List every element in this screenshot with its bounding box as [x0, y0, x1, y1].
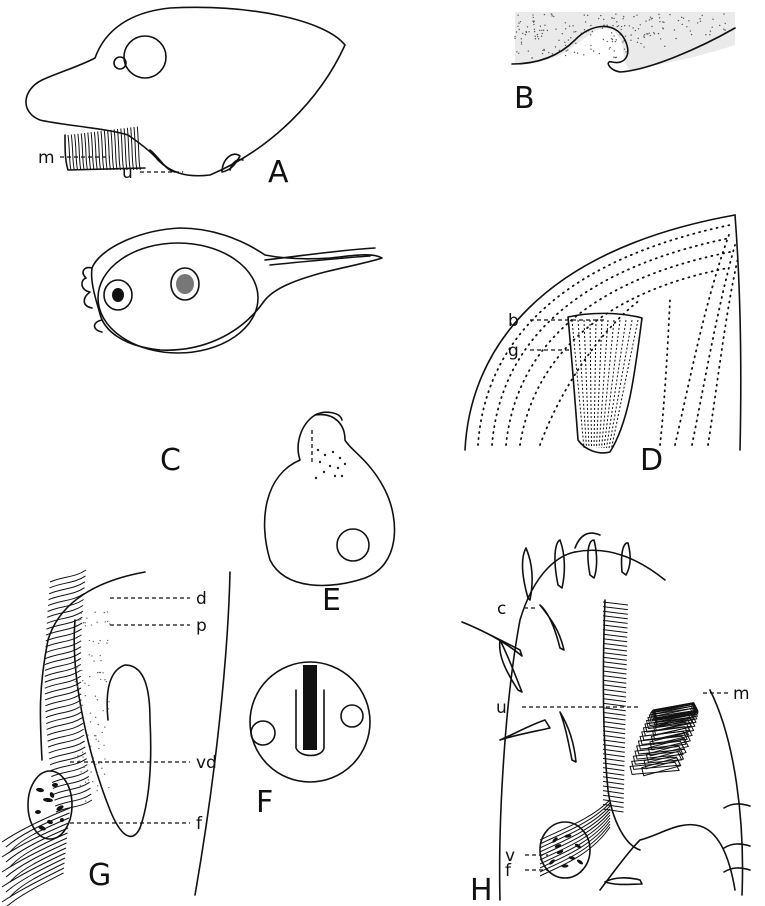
figure-g-lobe-outline	[74, 620, 150, 836]
figure-h-membranelle-band	[630, 703, 698, 776]
label-g-f: f	[196, 814, 203, 834]
figure-a: m u A	[26, 7, 345, 190]
label-h-m: m	[733, 684, 750, 704]
figure-e-vacuole	[337, 529, 369, 561]
figure-d: b g D	[465, 215, 741, 478]
figure-h-lower-lobe	[600, 825, 735, 890]
figure-h-cirri	[462, 533, 642, 884]
figure-letter-c: C	[160, 443, 181, 478]
label-h-f: f	[505, 861, 512, 881]
figure-c-body-outline	[92, 228, 382, 350]
figure-e: E	[265, 412, 395, 618]
figure-f-dark-rod	[303, 665, 317, 750]
figure-a-membranelle-band	[65, 127, 145, 170]
figure-g-fibers	[2, 808, 70, 906]
figure-e-body-outline	[265, 415, 395, 586]
figure-b: B	[512, 12, 735, 116]
figure-a-body-outline	[26, 7, 345, 175]
figure-h: c u m v f H	[462, 533, 750, 906]
figure-g: d p vd f G	[2, 570, 230, 906]
label-g-vd: vd	[196, 753, 217, 773]
figure-f: F	[250, 662, 370, 820]
figure-h-undulating-membrane	[603, 600, 640, 850]
figure-a-undulating-lip	[150, 150, 175, 172]
label-h-u: u	[496, 698, 507, 718]
figure-letter-d: D	[640, 443, 663, 478]
label-d-g: g	[508, 341, 519, 361]
label-h-c: c	[497, 599, 506, 619]
label-d-b: b	[508, 311, 519, 331]
figure-letter-e: E	[322, 583, 341, 618]
figure-f-vacuole-right	[341, 705, 363, 727]
label-a-u: u	[122, 163, 133, 183]
figure-f-vacuole-left	[251, 721, 275, 745]
label-a-m: m	[38, 148, 55, 168]
figure-a-large-vacuole	[124, 36, 166, 78]
figure-letter-a: A	[268, 155, 289, 190]
figure-letter-g: G	[88, 858, 111, 893]
label-g-d: d	[196, 589, 207, 609]
figure-letter-b: B	[514, 81, 535, 116]
figure-letter-h: H	[470, 873, 493, 906]
figure-d-basal-cone	[568, 313, 642, 452]
figure-c: C	[82, 228, 382, 478]
label-g-p: p	[196, 616, 207, 636]
figure-letter-f: F	[256, 785, 273, 820]
